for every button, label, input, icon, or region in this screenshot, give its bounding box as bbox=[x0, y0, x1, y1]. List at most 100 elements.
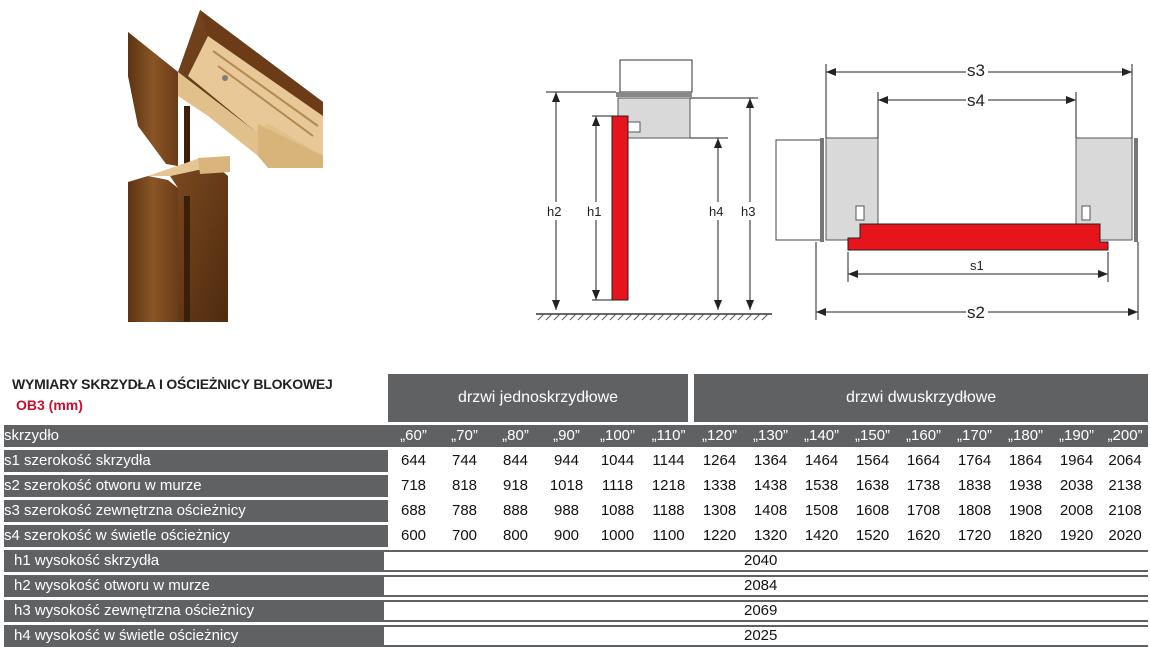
plan-section-diagram: s3 s4 s1 s2 bbox=[775, 60, 1139, 322]
cell: 2064 bbox=[1108, 452, 1142, 469]
cell: 1464 bbox=[804, 452, 839, 469]
cell: 1908 bbox=[1008, 502, 1043, 519]
row-label: h2 wysokość otworu w murze bbox=[4, 575, 384, 597]
cell: 1820 bbox=[1008, 527, 1043, 544]
table-row-h3: h3 wysokość zewnętrzna ościeżnicy 2069 bbox=[4, 600, 1148, 622]
cell: 2040 bbox=[744, 552, 778, 569]
cell: 1538 bbox=[804, 477, 839, 494]
cell: 1808 bbox=[957, 502, 992, 519]
cell: 1520 bbox=[855, 527, 890, 544]
cell: 1620 bbox=[906, 527, 941, 544]
cell: 1100 bbox=[652, 527, 685, 544]
cell: 2025 bbox=[744, 627, 778, 644]
row-label: skrzydło bbox=[4, 425, 388, 447]
door-frame-illustration bbox=[128, 10, 323, 322]
group-double-door: drzwi dwuskrzydłowe bbox=[694, 374, 1149, 422]
cell: 844 bbox=[502, 452, 529, 469]
cell: „150” bbox=[847, 425, 899, 447]
cell: 1838 bbox=[957, 477, 992, 494]
cell: 800 bbox=[502, 527, 529, 544]
table-title-cell: WYMIARY SKRZYDŁA I OŚCIEŻNICY BLOKOWEJ O… bbox=[4, 374, 388, 422]
cell: 1018 bbox=[549, 477, 584, 494]
cell: 1708 bbox=[906, 502, 941, 519]
cell: 1938 bbox=[1008, 477, 1043, 494]
row-label: s4 szerokość w świetle ościeżnicy bbox=[4, 525, 388, 547]
cell: 1364 bbox=[753, 452, 788, 469]
cell: „80” bbox=[490, 425, 541, 447]
table-row-s1: s1 szerokość skrzydła 644 744 844 944 10… bbox=[4, 450, 1148, 472]
cell: 1738 bbox=[906, 477, 941, 494]
table-row-h1: h1 wysokość skrzydła 2040 bbox=[4, 550, 1148, 572]
cell: „60” bbox=[388, 425, 439, 447]
cell: 1720 bbox=[957, 527, 992, 544]
cell: 1508 bbox=[804, 502, 839, 519]
cell: 700 bbox=[451, 527, 478, 544]
table-row-s3: s3 szerokość zewnętrzna ościeżnicy 688 7… bbox=[4, 500, 1148, 522]
cell: 1320 bbox=[753, 527, 788, 544]
cell: 1438 bbox=[753, 477, 788, 494]
cell: 1088 bbox=[600, 502, 635, 519]
cell: 744 bbox=[451, 452, 478, 469]
table-title: WYMIARY SKRZYDŁA I OŚCIEŻNICY BLOKOWEJ bbox=[12, 376, 333, 392]
cell: „120” bbox=[694, 425, 746, 447]
cell: „190” bbox=[1051, 425, 1103, 447]
table-row-s4: s4 szerokość w świetle ościeżnicy 600 70… bbox=[4, 525, 1148, 547]
group-single-door: drzwi jednoskrzydłowe bbox=[388, 374, 695, 422]
cell: „130” bbox=[745, 425, 797, 447]
cell: 888 bbox=[502, 502, 529, 519]
cell: „140” bbox=[796, 425, 848, 447]
cell: 1920 bbox=[1059, 527, 1094, 544]
dimensions-table: WYMIARY SKRZYDŁA I OŚCIEŻNICY BLOKOWEJ O… bbox=[4, 374, 1149, 547]
cell: 1420 bbox=[804, 527, 839, 544]
cell: 1308 bbox=[702, 502, 737, 519]
table-row-h4: h4 wysokość w świetle ościeżnicy 2025 bbox=[4, 625, 1148, 647]
row-label: s1 szerokość skrzydła bbox=[4, 450, 388, 472]
row-label: h1 wysokość skrzydła bbox=[4, 550, 384, 572]
cell: 1218 bbox=[651, 477, 686, 494]
cell: 988 bbox=[553, 502, 580, 519]
cell: 1144 bbox=[652, 452, 685, 469]
cell: 2084 bbox=[744, 577, 778, 594]
cell: 918 bbox=[502, 477, 529, 494]
cell: „170” bbox=[949, 425, 1001, 447]
cell: 788 bbox=[451, 502, 478, 519]
cell: 2138 bbox=[1108, 477, 1142, 494]
cell: 900 bbox=[553, 527, 580, 544]
s2-label: s2 bbox=[967, 303, 985, 322]
s4-label: s4 bbox=[967, 91, 985, 110]
s1-label: s1 bbox=[970, 258, 984, 273]
cell: „200” bbox=[1102, 425, 1149, 447]
side-section-diagram: h2 h1 h4 h3 bbox=[536, 59, 772, 321]
cell: 1608 bbox=[855, 502, 890, 519]
h4-label: h4 bbox=[709, 204, 723, 219]
cell: 1044 bbox=[600, 452, 635, 469]
cell: „110” bbox=[643, 425, 695, 447]
h1-label: h1 bbox=[587, 204, 601, 219]
cell: „70” bbox=[439, 425, 490, 447]
cell: 1220 bbox=[702, 527, 737, 544]
cell: „180” bbox=[1000, 425, 1052, 447]
cell: 600 bbox=[400, 527, 427, 544]
cell: 1564 bbox=[855, 452, 890, 469]
row-label: s2 szerokość otworu w murze bbox=[4, 475, 388, 497]
cell: 1118 bbox=[601, 477, 634, 494]
table-row-h2: h2 wysokość otworu w murze 2084 bbox=[4, 575, 1148, 597]
cell: 1638 bbox=[855, 477, 890, 494]
table-row-leaf-size: skrzydło „60” „70” „80” „90” „100” „110”… bbox=[4, 425, 1149, 447]
table-header-row: WYMIARY SKRZYDŁA I OŚCIEŻNICY BLOKOWEJ O… bbox=[4, 374, 1149, 422]
table-subtitle: OB3 (mm) bbox=[16, 397, 83, 413]
cell: 1964 bbox=[1059, 452, 1094, 469]
h3-label: h3 bbox=[741, 204, 755, 219]
cell: 1000 bbox=[600, 527, 635, 544]
cell: 644 bbox=[400, 452, 427, 469]
cell: 688 bbox=[400, 502, 427, 519]
row-label: s3 szerokość zewnętrzna ościeżnicy bbox=[4, 500, 388, 522]
cell: 2008 bbox=[1059, 502, 1094, 519]
cell: 2069 bbox=[744, 602, 778, 619]
cell: „160” bbox=[898, 425, 950, 447]
table-row-s2: s2 szerokość otworu w murze 718 818 918 … bbox=[4, 475, 1148, 497]
row-label: h4 wysokość w świetle ościeżnicy bbox=[4, 625, 384, 647]
cell: 2038 bbox=[1059, 477, 1094, 494]
cell: 718 bbox=[400, 477, 427, 494]
cell: 1408 bbox=[753, 502, 788, 519]
